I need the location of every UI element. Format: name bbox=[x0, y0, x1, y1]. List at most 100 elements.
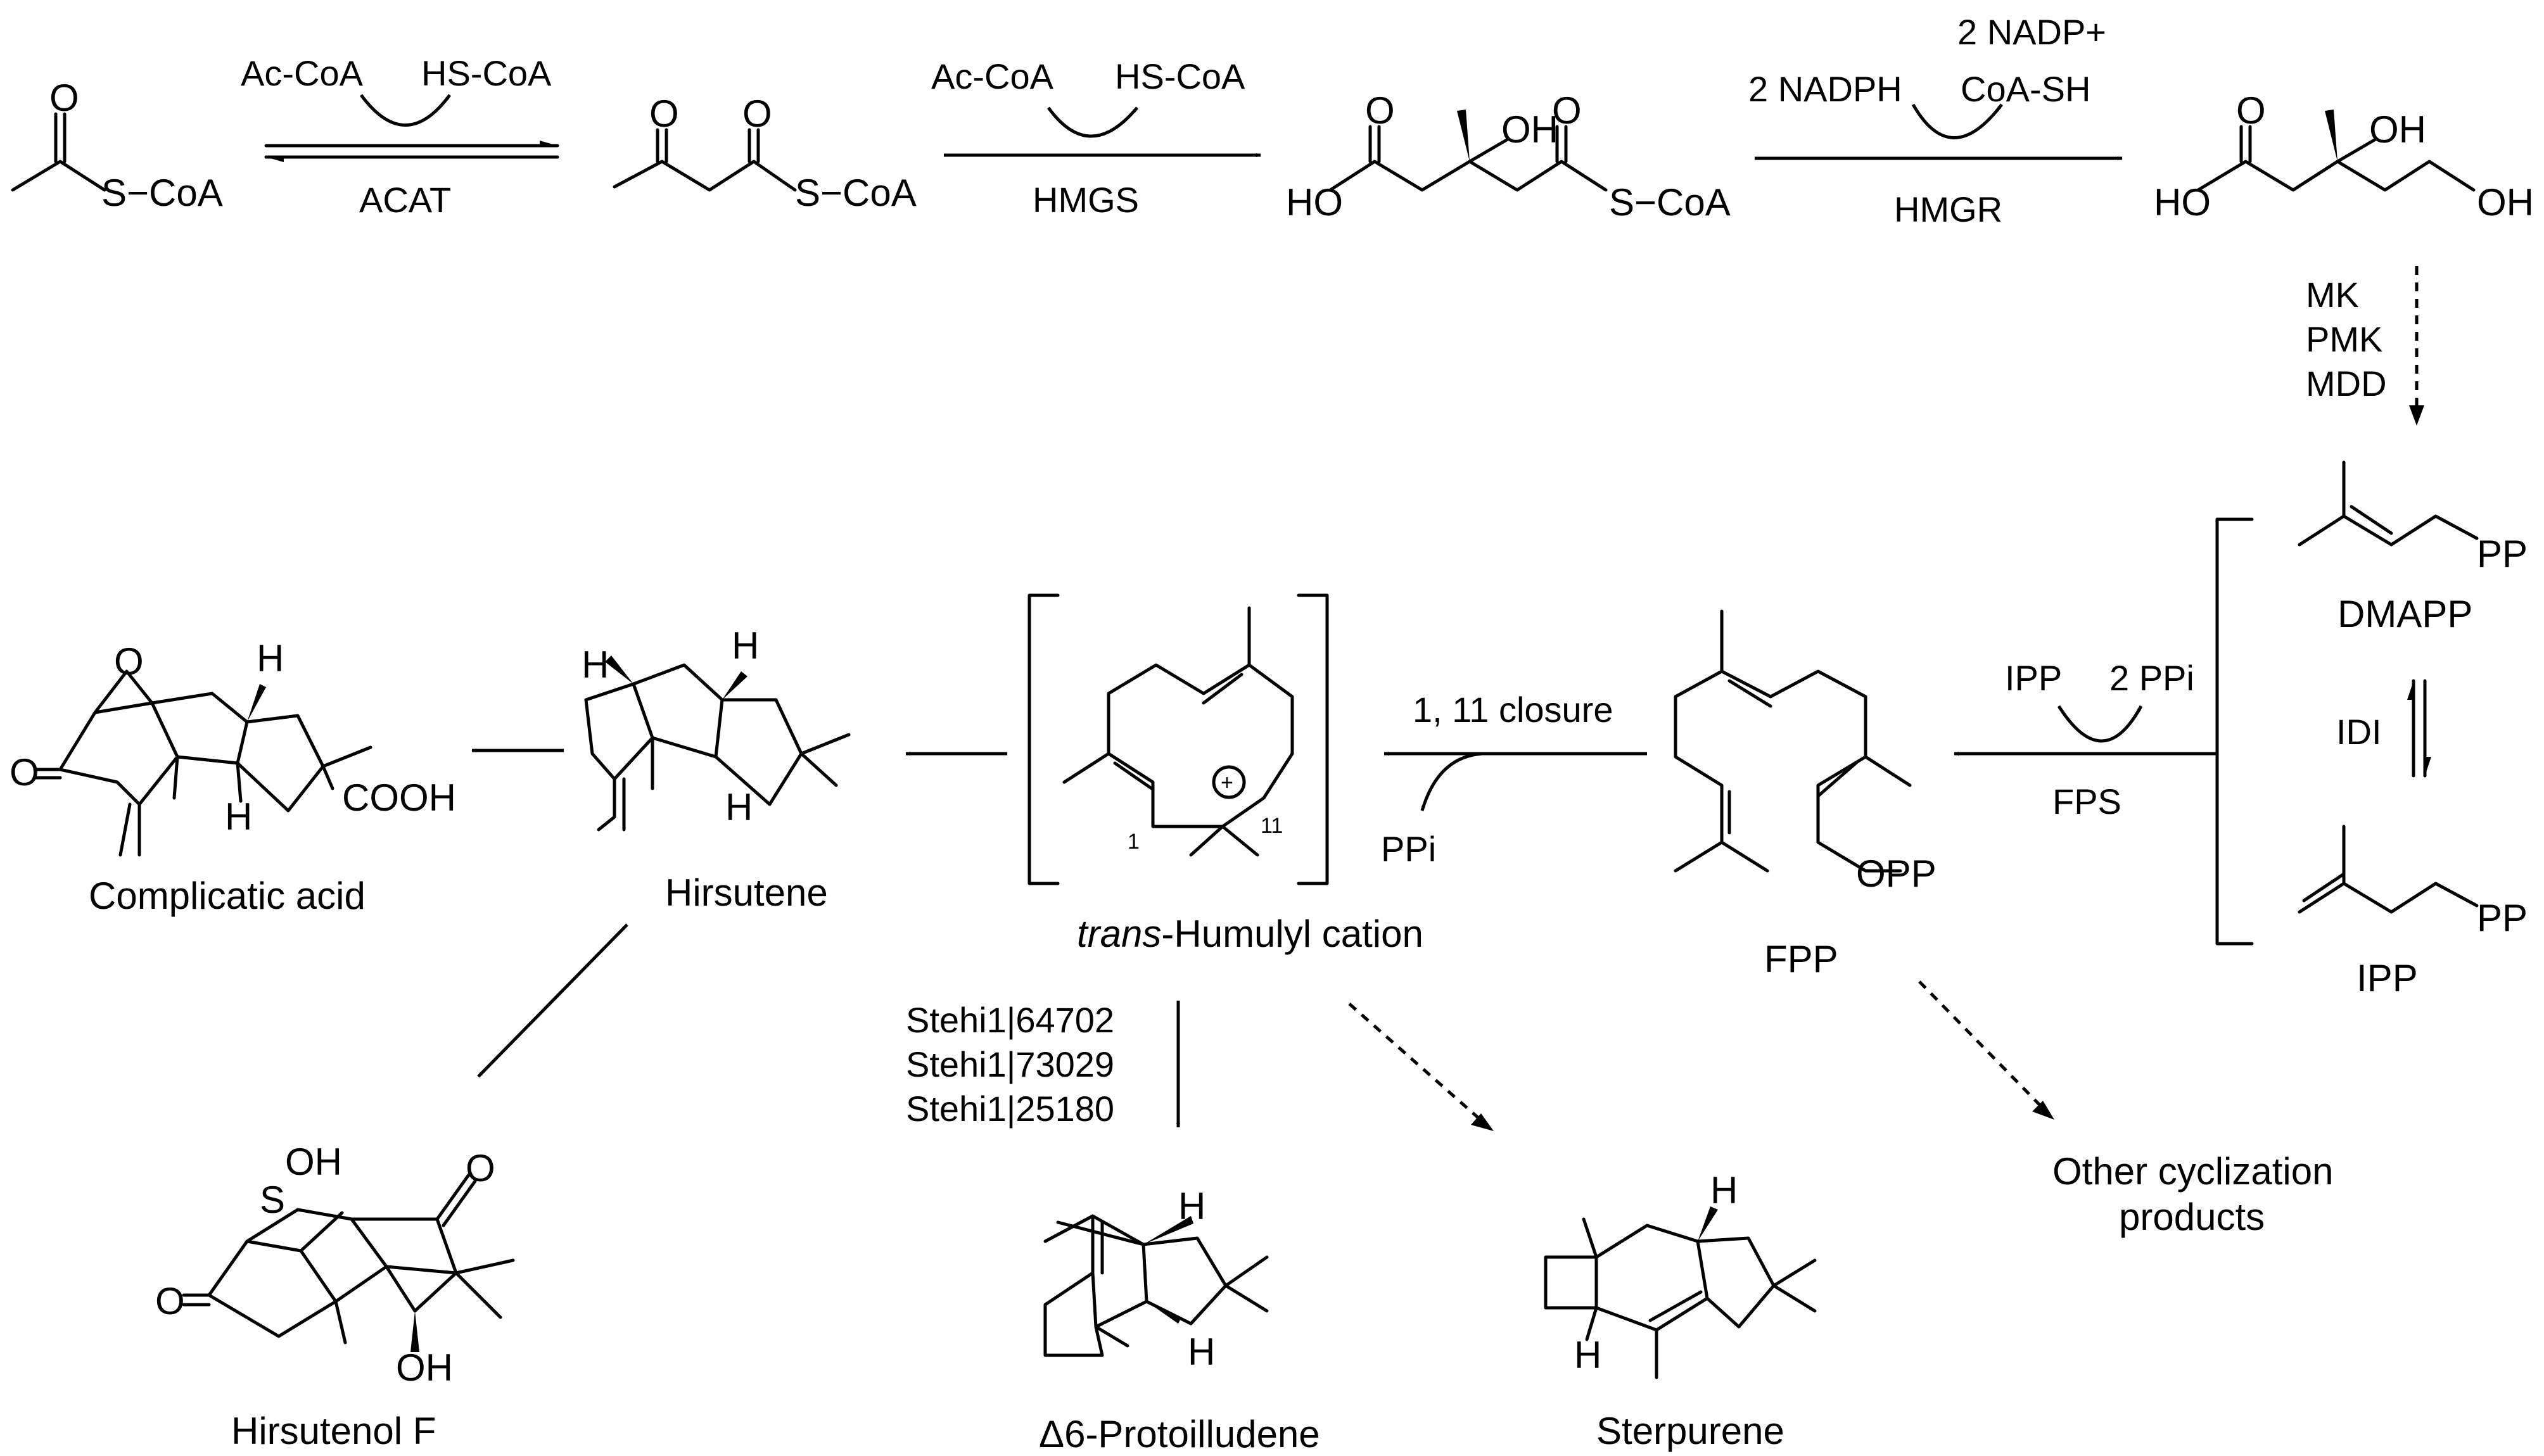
complicatic-epoxide-oxygen: O bbox=[114, 640, 144, 683]
hirsutene-h2: H bbox=[732, 624, 759, 667]
gene-stehi1-25180: Stehi1|25180 bbox=[906, 1089, 1114, 1129]
dmapp-structure: PP DMAPP bbox=[2298, 460, 2528, 635]
mevalonate-hydroxyl-5: OH bbox=[2477, 181, 2534, 224]
protoilludene-h2: H bbox=[1188, 1331, 1215, 1373]
humulyl-charge: + bbox=[1221, 771, 1233, 795]
hirsutene-h3: H bbox=[725, 786, 753, 828]
sterpurene-label: Sterpurene bbox=[1596, 1410, 1784, 1452]
fps-arrow: IPP 2 PPi FPS bbox=[1954, 658, 2217, 821]
mk-pmk-mdd-arrow: MK PMK MDD bbox=[2306, 266, 2424, 426]
protoilludene-label: Δ6-Protoilludene bbox=[1039, 1413, 1320, 1455]
acetyl-coa-structure: O S−CoA bbox=[11, 77, 223, 214]
other-products-line-2: products bbox=[2119, 1196, 2265, 1238]
fpp-label: FPP bbox=[1764, 938, 1838, 980]
acat-arrow: Ac-CoA HS-CoA ACAT bbox=[241, 53, 559, 220]
hirsutene-h1: H bbox=[582, 643, 609, 686]
acetoacetyl-s-coa: S−CoA bbox=[795, 172, 917, 214]
fps-cosubstrate: IPP bbox=[2005, 658, 2062, 698]
hmgr-enzyme: HMGR bbox=[1894, 189, 2002, 229]
closure-byproduct-ppi: PPi bbox=[1381, 829, 1436, 869]
hmg-oxygen-2: O bbox=[1552, 89, 1582, 132]
enzyme-mdd: MDD bbox=[2306, 364, 2387, 403]
gene-stehi1-64702: Stehi1|64702 bbox=[906, 1000, 1114, 1040]
humulyl-cation-structure: + 1 11 trans-Humulyl cation bbox=[1027, 593, 1423, 955]
hmgs-enzyme: HMGS bbox=[1033, 180, 1139, 220]
humulyl-to-sterpurene-arrowhead bbox=[1471, 1113, 1494, 1131]
hmgs-coproduct: HS-CoA bbox=[1115, 56, 1245, 96]
acat-enzyme: ACAT bbox=[359, 180, 451, 220]
enzyme-mk: MK bbox=[2306, 275, 2359, 315]
hmg-coa-structure: O O HO OH S−CoA bbox=[1286, 89, 1731, 224]
complicatic-acid-label: Complicatic acid bbox=[89, 875, 366, 917]
acetoacetyl-oxygen-2: O bbox=[742, 92, 772, 135]
dmapp-ipp-bracket bbox=[2215, 517, 2254, 946]
dmapp-pp: PP bbox=[2477, 533, 2528, 575]
dmapp-label: DMAPP bbox=[2337, 593, 2472, 635]
hirsutenol-oh-bottom: OH bbox=[396, 1346, 453, 1389]
sterpurene-h2: H bbox=[1574, 1334, 1601, 1376]
hmgr-product-coash: CoA-SH bbox=[1961, 69, 2090, 109]
complicatic-acid-structure: O O H H COOH Complicatic acid bbox=[10, 637, 456, 917]
complicatic-h2: H bbox=[225, 795, 252, 838]
mevalonate-carboxyl-ho: HO bbox=[2154, 181, 2211, 224]
closure-arrow: 1, 11 closure PPi bbox=[1381, 690, 1647, 869]
hirsutenol-f-structure: OH S O O OH Hirsutenol F bbox=[155, 1141, 515, 1452]
humulyl-label-italic: trans bbox=[1077, 913, 1161, 955]
hirsutenol-oxygen-ketone-2: O bbox=[155, 1280, 185, 1322]
mevalonate-hydroxyl-3: OH bbox=[2369, 108, 2426, 151]
hirsutenol-oxygen-ketone-1: O bbox=[466, 1147, 495, 1189]
ipp-structure: PP IPP bbox=[2298, 825, 2528, 999]
hmg-carboxyl-ho: HO bbox=[1286, 181, 1343, 224]
fpp-to-other-arrowhead bbox=[2032, 1101, 2054, 1120]
complicatic-h1: H bbox=[257, 637, 284, 680]
humulyl-carbon-1: 1 bbox=[1128, 830, 1140, 854]
other-products-label: Other cyclization products bbox=[2052, 1150, 2334, 1238]
idi-arrow: IDI bbox=[2336, 679, 2431, 778]
stehi-arrow: Stehi1|64702 Stehi1|73029 Stehi1|25180 bbox=[906, 1000, 1181, 1129]
sterpurene-h1: H bbox=[1710, 1169, 1738, 1212]
humulyl-carbon-11: 11 bbox=[1261, 814, 1283, 838]
humulyl-to-sterpurene-arrow bbox=[1348, 1003, 1487, 1125]
protoilludene-h1: H bbox=[1178, 1185, 1205, 1227]
hmg-hydroxyl: OH bbox=[1501, 108, 1558, 151]
hirsutenol-sulfur: S bbox=[260, 1179, 285, 1221]
ipp-pp: PP bbox=[2477, 897, 2528, 939]
hmg-s-coa: S−CoA bbox=[1609, 181, 1731, 224]
fps-coproduct: 2 PPi bbox=[2109, 658, 2194, 698]
hmgr-arrow: 2 NADPH 2 NADP+ CoA-SH HMGR bbox=[1748, 12, 2123, 229]
acetyl-coa-s-coa: S−CoA bbox=[101, 172, 223, 214]
sterpurene-structure: H H Sterpurene bbox=[1544, 1169, 1817, 1452]
hmgr-cofactor: 2 NADPH bbox=[1748, 69, 1902, 109]
closure-label: 1, 11 closure bbox=[1413, 690, 1613, 730]
humulyl-label: trans-Humulyl cation bbox=[1077, 913, 1423, 955]
fpp-opp: OPP bbox=[1856, 852, 1937, 895]
acetyl-coa-oxygen: O bbox=[49, 77, 79, 119]
ipp-label: IPP bbox=[2356, 957, 2418, 999]
hmg-oxygen-1: O bbox=[1365, 89, 1395, 132]
acat-cosubstrate: Ac-CoA bbox=[241, 53, 364, 93]
fps-enzyme: FPS bbox=[2052, 782, 2121, 821]
hmgs-arrow: Ac-CoA HS-CoA HMGS bbox=[931, 56, 1261, 220]
mevalonate-oxygen: O bbox=[2236, 89, 2266, 132]
enzyme-pmk: PMK bbox=[2306, 319, 2382, 359]
acat-coproduct: HS-CoA bbox=[421, 53, 552, 93]
acetoacetyl-oxygen-1: O bbox=[649, 92, 679, 135]
fpp-to-other-arrow bbox=[1918, 980, 2047, 1113]
hirsutene-structure: H H H Hirsutene bbox=[582, 624, 851, 914]
protoilludene-structure: H H Δ6-Protoilludene bbox=[1039, 1185, 1320, 1455]
hirsutene-label: Hirsutene bbox=[665, 871, 828, 914]
hmgr-product-nadp: 2 NADP+ bbox=[1957, 12, 2106, 52]
hmgs-cosubstrate: Ac-CoA bbox=[931, 56, 1054, 96]
fpp-structure: OPP FPP bbox=[1674, 609, 1937, 980]
idi-enzyme: IDI bbox=[2336, 712, 2382, 752]
complicatic-ketone-oxygen: O bbox=[10, 751, 39, 794]
gene-stehi1-73029: Stehi1|73029 bbox=[906, 1044, 1114, 1084]
acetoacetyl-coa-structure: O O S−CoA bbox=[613, 92, 917, 214]
hirsutenol-f-label: Hirsutenol F bbox=[231, 1410, 436, 1452]
mevalonate-structure: O HO OH OH bbox=[2154, 89, 2534, 224]
complicatic-cooh: COOH bbox=[342, 776, 456, 819]
other-products-line-1: Other cyclization bbox=[2052, 1150, 2334, 1193]
hirsutene-to-hirsutenol-arrow bbox=[477, 923, 628, 1078]
hirsutenol-oh-top: OH bbox=[285, 1141, 342, 1183]
